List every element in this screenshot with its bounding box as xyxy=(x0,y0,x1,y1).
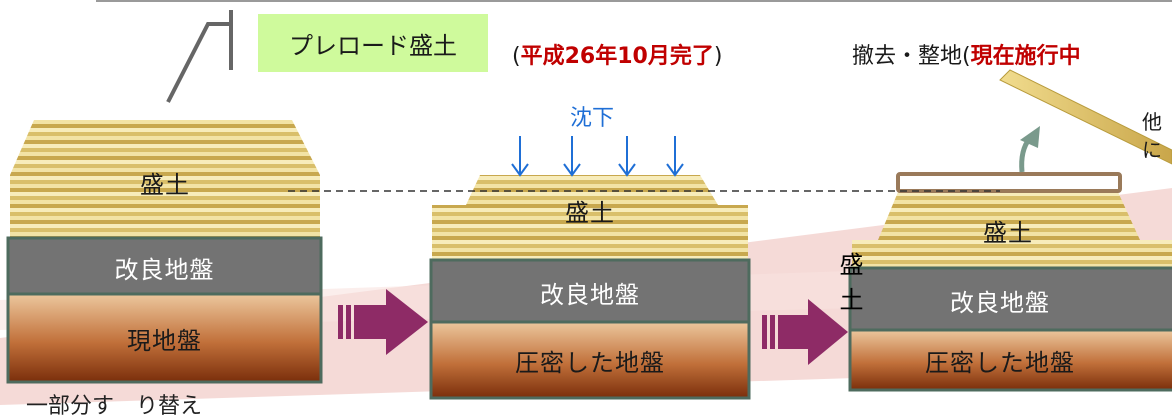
stage2-compacted-ground xyxy=(429,320,751,400)
stage1-ground-label: 現地盤 xyxy=(127,326,202,355)
stage1-original-ground xyxy=(6,292,323,384)
other-note-line1: 他 xyxy=(1142,110,1162,134)
preload-label: プレロード盛土 xyxy=(258,14,488,72)
other-note: 他に xyxy=(1142,108,1162,164)
removal-status: 現在施行中 xyxy=(970,44,1081,69)
preload-pointer xyxy=(166,22,230,103)
stage3-improved-ground xyxy=(848,266,1172,332)
removed-material xyxy=(999,69,1172,165)
completion-date: 平成26年10月完了 xyxy=(520,44,714,69)
bottom-cutoff-text: 一部分す り替え xyxy=(26,394,203,419)
stage3-embankment-label-visible: 盛土 xyxy=(983,218,1033,247)
right-arrow-icon xyxy=(338,289,428,355)
settlement-label: 沈下 xyxy=(570,106,615,131)
completion-prefix: ( xyxy=(512,44,521,69)
completion-suffix: ) xyxy=(713,44,723,69)
stage1-improved-label: 改良地盤 xyxy=(114,255,215,284)
stage2-embankment-shape xyxy=(432,175,748,260)
stage3-improved-label: 改良地盤 xyxy=(950,288,1050,317)
stage2-ground-label: 圧密した地盤 xyxy=(515,348,665,377)
stage3-compacted-ground xyxy=(848,328,1172,392)
down-arrow-icon xyxy=(511,136,684,177)
stage1-embankment-shape xyxy=(10,120,320,238)
other-note-line2: に xyxy=(1142,138,1162,162)
curved-up-arrow-icon xyxy=(1019,126,1040,173)
stage3-ground-label: 圧密した地盤 xyxy=(925,348,1075,377)
removal-prefix: 撤去・整地( xyxy=(852,44,971,69)
removal-note: 撤去・整地(現在施行中 xyxy=(852,38,1081,70)
stage3-embankment-shape xyxy=(852,192,1172,268)
right-arrow-icon xyxy=(762,299,848,365)
stage1-embankment-label: 盛土 xyxy=(140,170,190,199)
diagram-graphics xyxy=(0,0,1172,405)
stage2-embankment-label: 盛土 xyxy=(565,198,615,227)
removed-preload-outline xyxy=(896,172,1122,193)
stage2-improved-label: 改良地盤 xyxy=(540,280,640,309)
completion-note: (平成26年10月完了) xyxy=(512,38,722,70)
